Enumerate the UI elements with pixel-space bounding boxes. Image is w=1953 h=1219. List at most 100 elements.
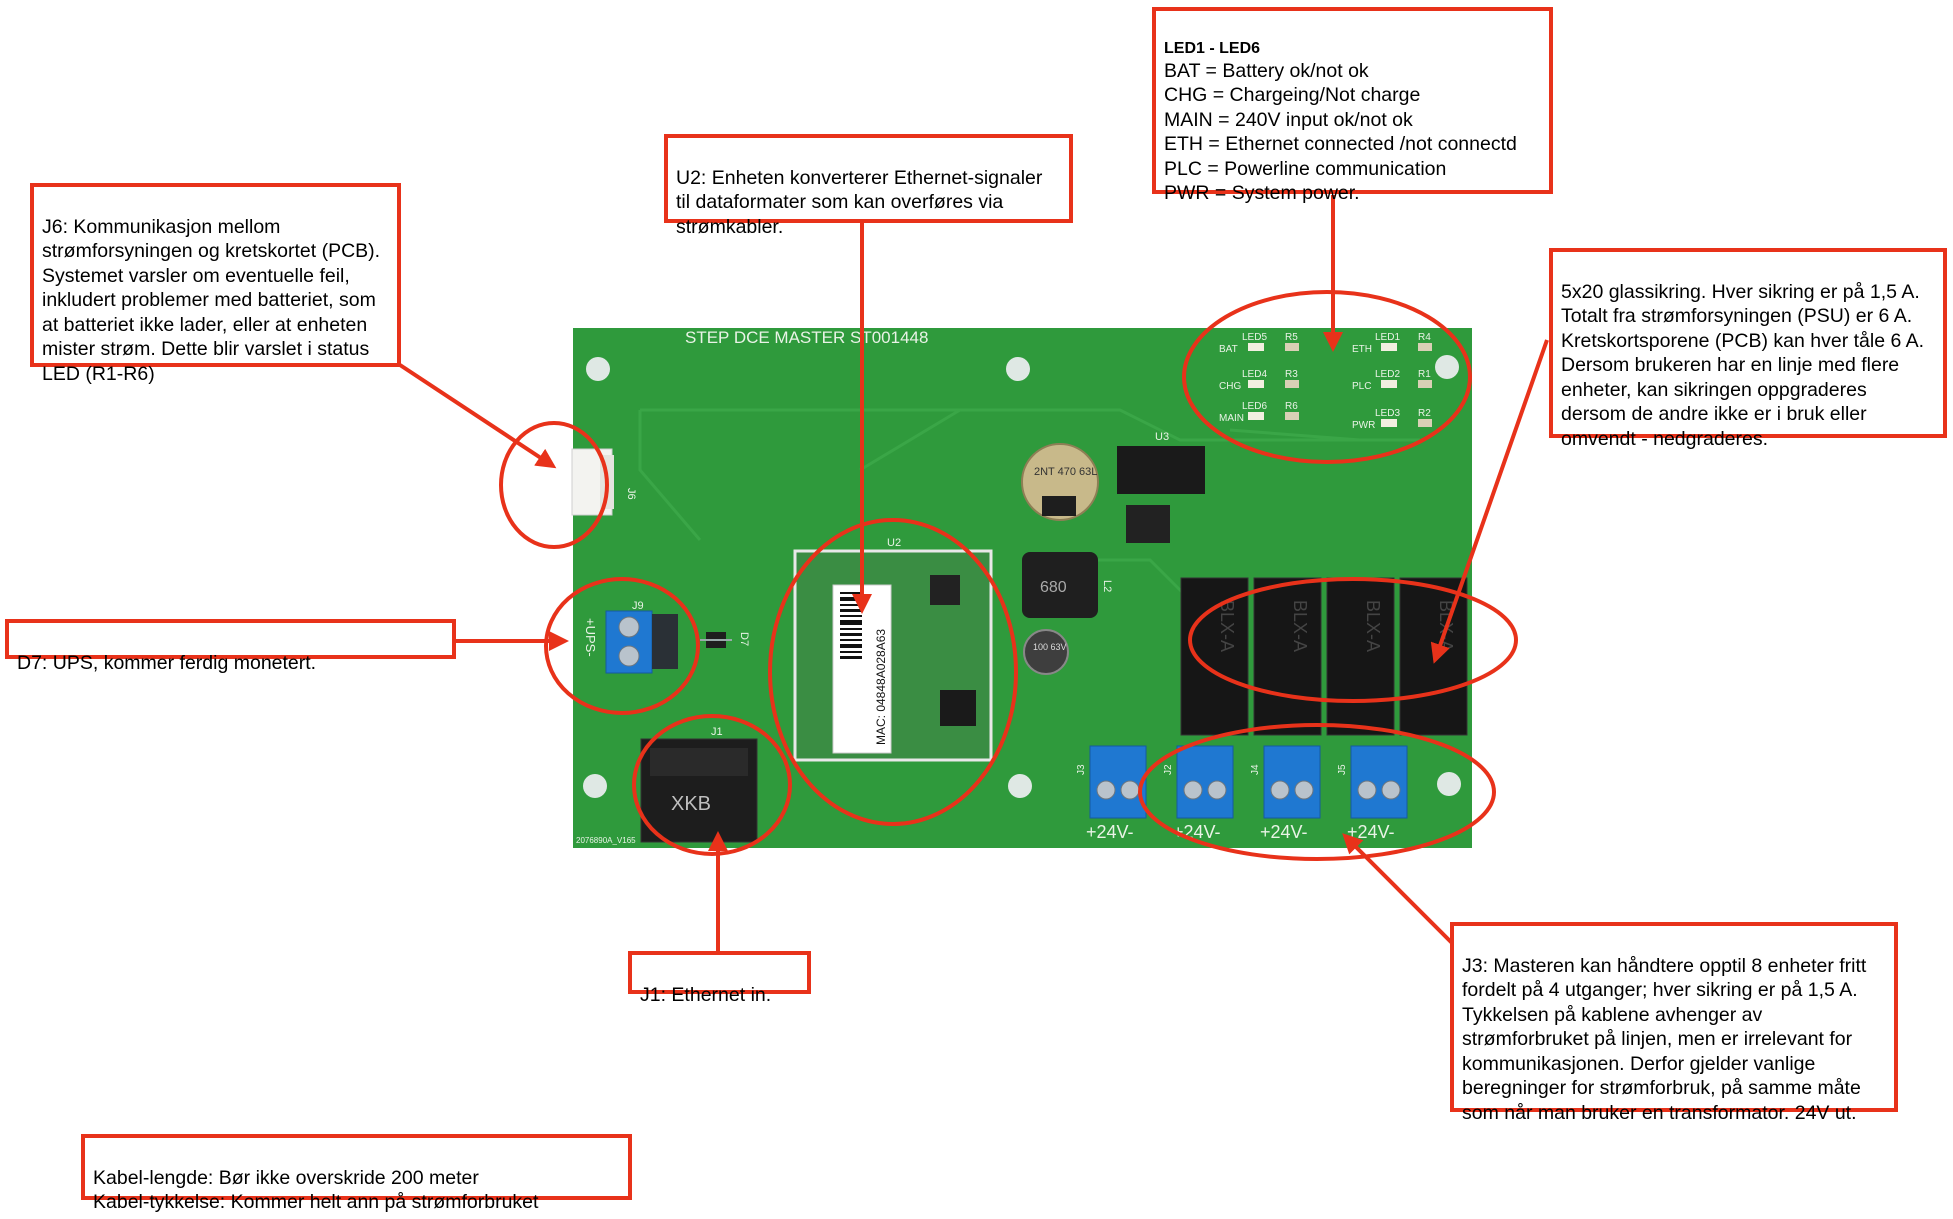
resistor <box>1418 343 1432 351</box>
callout-cable: Kabel-lengde: Bør ikke overskride 200 me… <box>81 1134 632 1213</box>
arrow-j3 <box>1342 833 1456 947</box>
fuse-holder-label: BLX-A <box>1363 600 1383 652</box>
output-terminal <box>1350 745 1408 819</box>
callout-led-heading: LED1 - LED6 <box>1164 39 1261 57</box>
mount-hole <box>586 357 610 381</box>
led-ref-label: LED5 <box>1242 332 1267 343</box>
small-capacitor-label: 100 63V <box>1033 642 1067 652</box>
u2-plc-module: MAC: 04848A028A63 U2 <box>793 537 993 762</box>
u2-silk-label: U2 <box>887 537 901 549</box>
fuse-holder-label: BLX-A <box>1290 600 1310 652</box>
output-voltage-label: +24V- <box>1260 822 1308 842</box>
fuse-holder <box>1253 577 1322 736</box>
d7-silk-label: D7 <box>738 632 750 646</box>
led-status-label: PWR <box>1352 420 1375 431</box>
mount-hole <box>1006 357 1030 381</box>
barcode <box>840 592 862 659</box>
j9-polarity-label: +UPS- <box>583 618 598 657</box>
d7-diode: D7 <box>700 632 750 648</box>
l2-silk-label: L2 <box>1101 580 1113 592</box>
fuse-holder <box>1326 577 1395 736</box>
led-ref-label: LED6 <box>1242 401 1267 412</box>
led-status-label: MAIN <box>1219 413 1244 424</box>
big-capacitor: 2NT 470 63L <box>1021 443 1099 521</box>
callout-led-text: BAT = Battery ok/not ok CHG = Chargeing/… <box>1164 59 1517 205</box>
arrow-j6 <box>398 363 557 469</box>
callout-j1: J1: Ethernet in. <box>628 951 811 1006</box>
resistor <box>1285 343 1299 351</box>
circle-led <box>1182 290 1472 464</box>
callout-j3: J3: Masteren kan håndtere opptil 8 enhet… <box>1450 922 1898 1124</box>
output-id-label: J2 <box>1163 764 1174 775</box>
resistor-ref-label: R6 <box>1285 401 1298 412</box>
j1-ethernet-jack: XKB J1 <box>640 726 758 843</box>
mount-hole <box>1437 772 1461 796</box>
led-ref-label: LED4 <box>1242 369 1267 380</box>
highlight-circles <box>499 290 1518 861</box>
led-ref-label: LED3 <box>1375 408 1400 419</box>
output-terminal <box>1176 745 1234 819</box>
mount-hole <box>1435 355 1459 379</box>
resistor-ref-label: R1 <box>1418 369 1431 380</box>
callout-cable-text: Kabel-lengde: Bør ikke overskride 200 me… <box>93 1166 539 1214</box>
terminal-screw <box>1183 780 1203 800</box>
callout-fuse-text: 5x20 glassikring. Hver sikring er på 1,5… <box>1561 280 1925 450</box>
status-led <box>1381 343 1397 351</box>
output-terminal <box>1263 745 1321 819</box>
status-led <box>1381 380 1397 388</box>
resistor <box>1285 380 1299 388</box>
big-capacitor-label: 2NT 470 63L <box>1034 466 1097 478</box>
resistor-ref-label: R2 <box>1418 408 1431 419</box>
j1-brand-label: XKB <box>671 793 711 815</box>
mac-label: MAC: 04848A028A63 <box>874 629 888 745</box>
u3-silk-label: U3 <box>1155 431 1169 443</box>
output-voltage-label: +24V- <box>1347 822 1395 842</box>
inductor-label: 680 <box>1040 579 1067 596</box>
fuse-holder-label: BLX-A <box>1217 600 1237 652</box>
led-status-label: BAT <box>1219 344 1238 355</box>
led-ref-label: LED1 <box>1375 332 1400 343</box>
status-led <box>1248 412 1264 420</box>
circle-j6 <box>499 421 609 549</box>
resistor <box>1418 419 1432 427</box>
circle-fuses <box>1188 577 1518 703</box>
output-terminals: J3+24V-J2+24V-J4+24V-J5+24V- <box>1076 745 1408 842</box>
output-voltage-label: +24V- <box>1086 822 1134 842</box>
output-id-label: J3 <box>1076 764 1087 775</box>
circle-outputs <box>1138 723 1496 861</box>
terminal-screw <box>1381 780 1401 800</box>
callout-j6: J6: Kommunikasjon mellom strømforsyninge… <box>30 183 401 385</box>
mount-hole <box>583 774 607 798</box>
terminal-screw <box>1207 780 1227 800</box>
callout-u2-text: U2: Enheten konverterer Ethernet-signale… <box>676 166 1043 238</box>
j1-silk-label: J1 <box>711 726 723 738</box>
mount-hole <box>1008 774 1032 798</box>
output-voltage-label: +24V- <box>1173 822 1221 842</box>
callout-u2: U2: Enheten konverterer Ethernet-signale… <box>664 134 1073 238</box>
terminal-screw <box>1357 780 1377 800</box>
j9-silk-label: J9 <box>632 600 644 612</box>
output-terminal <box>1089 745 1147 819</box>
callout-fuse: 5x20 glassikring. Hver sikring er på 1,5… <box>1549 248 1947 450</box>
callout-arrows <box>398 195 1549 952</box>
callout-j6-text: J6: Kommunikasjon mellom strømforsyninge… <box>42 215 381 385</box>
resistor-ref-label: R4 <box>1418 332 1431 343</box>
status-led <box>1381 419 1397 427</box>
small-capacitor: 100 63V <box>1023 629 1069 675</box>
callout-d7-text: D7: UPS, kommer ferdig monetert. <box>17 651 317 674</box>
resistor-ref-label: R3 <box>1285 369 1298 380</box>
u3-regulator: U3 <box>1117 431 1205 543</box>
callout-j1-text: J1: Ethernet in. <box>640 983 772 1006</box>
led-status-label: CHG <box>1219 381 1241 392</box>
j9-terminal: J9 +UPS- <box>583 600 678 674</box>
terminal-screw <box>1294 780 1314 800</box>
led-ref-label: LED2 <box>1375 369 1400 380</box>
l2-inductor: 680 L2 <box>1022 552 1113 618</box>
terminal-screw <box>1120 780 1140 800</box>
callout-j3-text: J3: Masteren kan håndtere opptil 8 enhet… <box>1462 954 1867 1124</box>
output-id-label: J4 <box>1250 764 1261 775</box>
fuse-holder <box>1180 577 1249 736</box>
terminal-screw <box>1270 780 1290 800</box>
